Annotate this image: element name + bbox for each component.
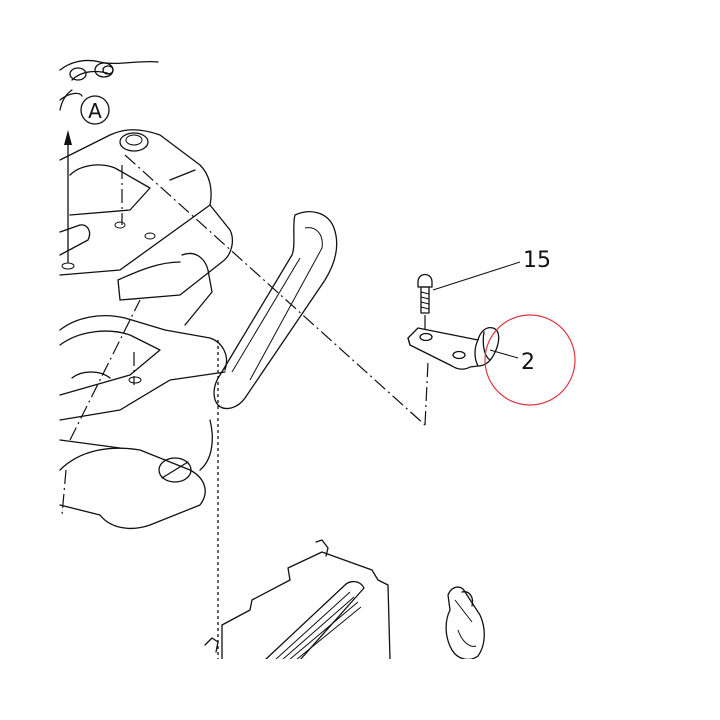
leader-line-2 xyxy=(489,349,519,359)
callout-2-label: 2 xyxy=(521,350,535,375)
view-marker-a: A xyxy=(59,92,110,263)
clamp-bracket-part-2 xyxy=(407,326,500,370)
callouts: 15 2 xyxy=(432,248,551,375)
lower-housing xyxy=(204,539,391,661)
highlight-circle xyxy=(484,314,576,406)
view-marker-label: A xyxy=(88,99,102,123)
callout-15-label: 15 xyxy=(523,248,551,273)
frame-assembly xyxy=(59,59,233,529)
lever-part xyxy=(445,586,485,661)
alignment-lines xyxy=(61,154,429,660)
arrow-up-icon xyxy=(64,130,72,145)
handle-bar xyxy=(213,211,338,410)
bolt-part-15 xyxy=(417,273,433,330)
leader-line-15 xyxy=(432,261,521,291)
